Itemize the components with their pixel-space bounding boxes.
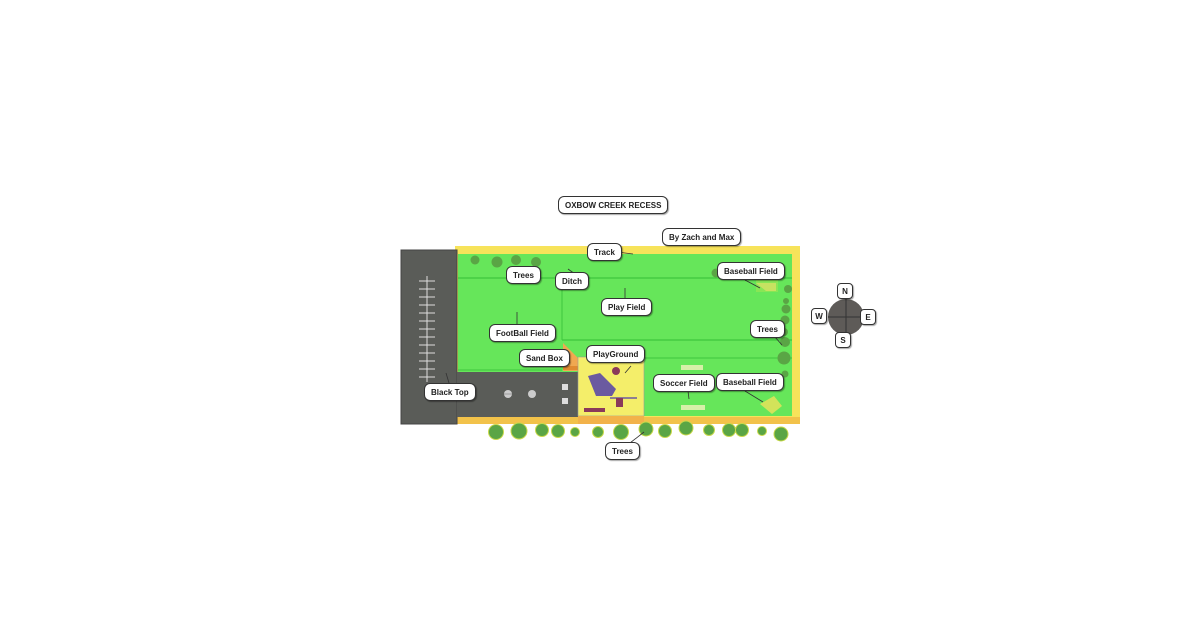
soccer-goal-north: [681, 365, 703, 370]
trees-east-cluster: [711, 268, 792, 378]
soccer-goal-south: [681, 405, 705, 410]
baseball-diamond-bottom: [760, 396, 782, 414]
map-title: OXBOW CREEK RECESS: [558, 196, 669, 214]
court-ticks: [419, 280, 435, 378]
trees-south-row: [488, 420, 789, 442]
playground-swing: [612, 367, 620, 375]
label-playground: PlayGround: [586, 345, 646, 363]
label-black-top: Black Top: [424, 383, 476, 401]
label-soccer-field: Soccer Field: [653, 374, 715, 392]
playground-border: [578, 416, 644, 424]
label-trees-bottom: Trees: [605, 442, 640, 460]
compass-south: S: [835, 332, 851, 348]
label-football-field: FootBall Field: [489, 324, 556, 342]
black-top-annex: [457, 372, 578, 417]
label-trees-right: Trees: [750, 320, 785, 338]
compass-north: N: [837, 283, 853, 299]
compass-west: W: [811, 308, 827, 324]
label-sand-box: Sand Box: [519, 349, 570, 367]
playground-post: [616, 398, 623, 407]
bench: [562, 398, 568, 404]
baseball-diamond-top: [756, 283, 776, 291]
hoop-circles: [504, 390, 536, 398]
playground-structure: [588, 373, 616, 396]
compass-east: E: [860, 309, 876, 325]
label-ditch: Ditch: [555, 272, 589, 290]
label-baseball-field-top: Baseball Field: [717, 262, 785, 280]
label-play-field: Play Field: [601, 298, 653, 316]
bench: [562, 384, 568, 390]
label-track: Track: [587, 243, 622, 261]
label-baseball-field-bottom: Baseball Field: [716, 373, 784, 391]
playground-bench: [584, 408, 605, 412]
sand-box-base: [563, 366, 578, 370]
map-byline: By Zach and Max: [662, 228, 742, 246]
label-trees-top: Trees: [506, 266, 541, 284]
